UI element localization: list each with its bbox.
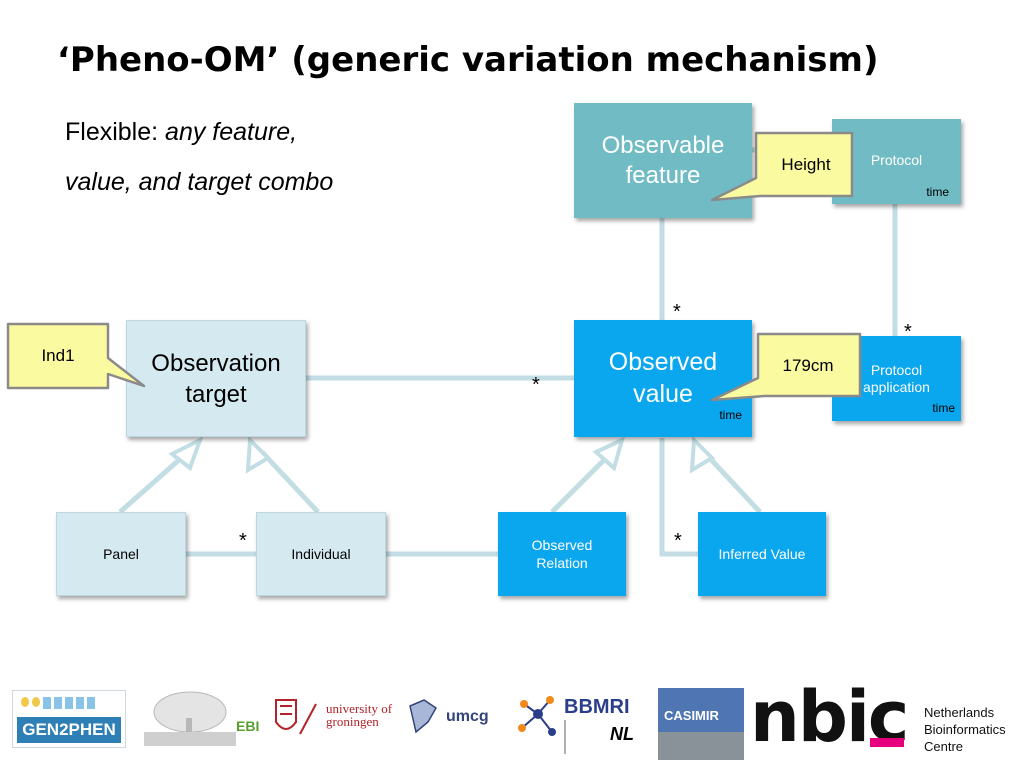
multiplicity-value-inferred: * xyxy=(674,530,682,552)
gen2phen-logo: GEN2PHEN xyxy=(12,690,126,748)
umcg-logo: umcg xyxy=(406,698,494,740)
inherit-arrow-panel xyxy=(168,435,204,472)
connector-layer xyxy=(118,147,898,557)
nbic-caption-line-1: Netherlands xyxy=(924,705,995,720)
casimir-logo: CASIMIR xyxy=(658,688,744,760)
observed-relation-box: Observed Relation xyxy=(498,512,626,596)
nbic-caption-line-2: Bioinformatics xyxy=(924,722,1006,737)
individual-inherit-line xyxy=(260,450,320,514)
observable-feature-label: Observable feature xyxy=(601,132,725,189)
individual-box: Individual xyxy=(256,512,386,596)
individual-label: Individual xyxy=(291,546,351,562)
nbic-caption: Netherlands Bioinformatics Centre xyxy=(924,704,1006,755)
bbmri-nl-text: NL xyxy=(610,724,634,744)
sponsor-logos: GEN2PHEN EBI university of groningen umc… xyxy=(0,676,1024,768)
protocol-application-time: time xyxy=(932,401,955,415)
bbmri-text: BBMRI xyxy=(564,696,630,718)
casimir-text: CASIMIR xyxy=(664,708,719,723)
page-title: ‘Pheno-OM’ (generic variation mechanism) xyxy=(57,40,879,80)
protocol-label: Protocol xyxy=(870,152,923,168)
callout-ind1-shape xyxy=(6,322,146,390)
observed-value-box: Observed value time xyxy=(574,320,752,437)
subtitle-prefix: Flexible: xyxy=(65,118,166,146)
panel-inherit-line xyxy=(118,450,190,514)
inherit-arrow-individual xyxy=(245,435,272,474)
multiplicity-panel-individual: * xyxy=(239,530,247,552)
observation-target-box: Observation target xyxy=(126,320,306,437)
inherit-arrow-inferred xyxy=(689,435,716,474)
observation-target-label: Observation target xyxy=(151,349,281,408)
multiplicity-protocol-application: * xyxy=(904,321,912,343)
relation-inherit-line xyxy=(550,450,614,514)
ebi-logo: EBI xyxy=(142,688,266,750)
observed-value-time: time xyxy=(719,408,742,422)
callout-height-shape xyxy=(710,131,854,202)
bbmri-logo: BBMRI NL xyxy=(512,692,642,756)
callout-ind1: Ind1 xyxy=(41,346,75,365)
bbmri-network-icon xyxy=(518,696,556,736)
groningen-line-1: university of xyxy=(326,701,393,716)
protocol-application-box: Protocol application time xyxy=(832,336,961,421)
umcg-mark-icon xyxy=(409,699,437,734)
observed-value-label: Observed value xyxy=(608,348,718,408)
protocol-application-label: Protocol application xyxy=(863,362,930,395)
inferred-value-label: Inferred Value xyxy=(718,546,806,562)
nbic-logo: nbic xyxy=(750,676,910,760)
multiplicity-target-value: * xyxy=(532,374,540,396)
subtitle-italic-2: value, and target combo xyxy=(65,168,334,196)
groningen-line-2: groningen xyxy=(326,714,379,729)
protocol-box: Protocol time xyxy=(832,119,961,204)
groningen-crest-icon xyxy=(275,699,317,735)
inherit-arrow-relation xyxy=(592,436,626,472)
protocol-time: time xyxy=(926,185,949,199)
gen2phen-text: GEN2PHEN xyxy=(17,717,121,743)
ebi-text: EBI xyxy=(236,718,260,734)
groningen-logo: university of groningen xyxy=(270,696,402,744)
subtitle-italic-1: any feature, xyxy=(165,118,298,146)
observed-relation-label: Observed Relation xyxy=(531,537,593,571)
callout-layer xyxy=(6,131,862,402)
callout-179cm-shape xyxy=(710,332,862,402)
umcg-text: umcg xyxy=(446,708,489,725)
callout-179cm: 179cm xyxy=(782,356,834,375)
inferred-value-box: Inferred Value xyxy=(698,512,826,596)
subtitle-line-2: value, and target combo xyxy=(65,168,333,197)
nbic-caption-line-3: Centre xyxy=(924,739,964,754)
inferred-inherit-line xyxy=(702,450,762,514)
ebi-tree-icon xyxy=(144,691,236,746)
callout-height: Height xyxy=(781,155,831,174)
subtitle-line-1: Flexible: any feature, xyxy=(65,118,297,147)
panel-box: Panel xyxy=(56,512,186,596)
value-inferred-link xyxy=(659,438,698,557)
multiplicity-feature-value: * xyxy=(673,301,681,323)
panel-label: Panel xyxy=(103,546,139,562)
